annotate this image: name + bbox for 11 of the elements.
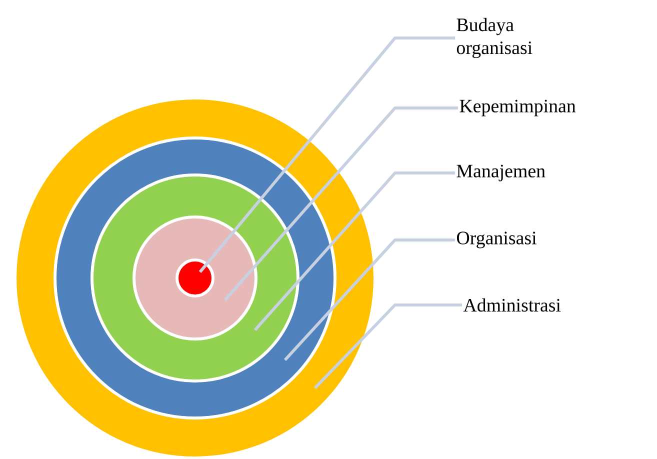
leader-line xyxy=(284,238,455,361)
ring-label: Organisasi xyxy=(456,232,536,248)
ring xyxy=(132,216,258,340)
ring-label: Manajemen xyxy=(456,164,546,182)
leader-line xyxy=(314,304,462,390)
leader-line xyxy=(198,36,455,273)
ring-label: Administrasi xyxy=(463,298,561,312)
ring-label: Budaya organisasi xyxy=(456,18,532,58)
ring-label: Kepemimpinan xyxy=(460,100,576,116)
leader-line xyxy=(224,106,458,301)
leader-line xyxy=(254,172,455,331)
